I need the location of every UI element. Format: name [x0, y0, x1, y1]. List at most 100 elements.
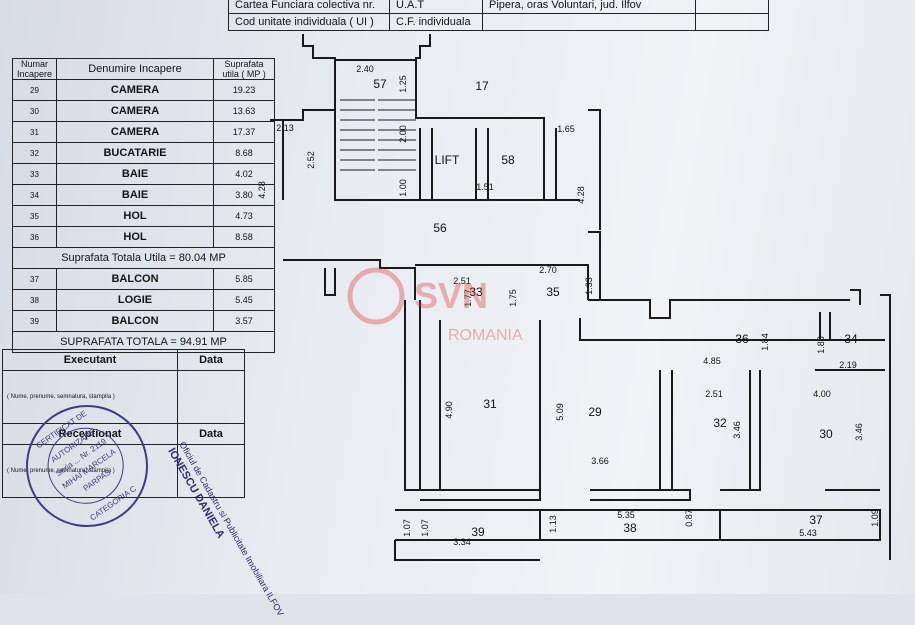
room-name: CAMERA: [56, 121, 215, 143]
room-label-35: 35: [546, 285, 560, 299]
room-name: LOGIE: [56, 289, 215, 311]
room-label-29: 29: [588, 405, 602, 419]
total-useful-area: Suprafata Totala Utila = 80.04 MP: [11, 247, 276, 269]
dimension-label: 1.33: [584, 277, 594, 295]
dimension-label: 4.28: [576, 186, 586, 204]
room-area-table: Numar Incapere Denumire Incapere Suprafa…: [11, 58, 276, 353]
dimension-label: 2.19: [839, 360, 857, 370]
room-label-32: 32: [713, 416, 727, 430]
wall-segment: [579, 318, 885, 341]
wall-segment: [720, 509, 881, 541]
room-label-37: 37: [809, 513, 823, 527]
dimension-label: 2.13: [276, 123, 294, 133]
dimension-label: 5.09: [555, 403, 565, 421]
dimension-label: 1.84: [760, 333, 770, 351]
dimension-label: 1.13: [548, 515, 558, 533]
dimension-label: 1.07: [402, 519, 412, 537]
room-number: 38: [11, 289, 58, 311]
col-header-name: Denumire Incapere: [56, 58, 215, 80]
dimension-label: 3.46: [854, 423, 864, 441]
wall-segment: [850, 289, 861, 305]
executant-date-label: Data: [177, 349, 245, 371]
room-label-57: 57: [373, 77, 387, 91]
dimension-label: 4.00: [813, 389, 831, 399]
room-label-31: 31: [483, 397, 497, 411]
room-name: BAIE: [56, 184, 215, 206]
stairs-hatch: [340, 99, 416, 171]
room-label-39: 39: [471, 525, 485, 539]
wall-segment: [334, 110, 580, 201]
dimension-label: 1.09: [870, 509, 880, 527]
wall-segment: [588, 109, 601, 230]
room-area: 8.58: [213, 226, 276, 248]
svn-watermark-logo: SVN ROMANIA: [347, 267, 523, 344]
wall-segment: [394, 540, 540, 561]
col-header-number: Numar Incapere: [11, 58, 58, 80]
room-label-lift: LIFT: [435, 153, 460, 167]
dimension-label: 1.75: [508, 289, 518, 307]
wall-segment: [819, 312, 831, 340]
wall-segment: [270, 34, 336, 121]
wall-segment: [749, 370, 761, 491]
header-cf-individual-label: C.F. individuala: [389, 13, 483, 31]
dimension-label: 2.52: [306, 151, 316, 169]
wall-segment: [659, 370, 673, 491]
watermark-brand: SVN: [414, 275, 488, 316]
dimension-label: 2.51: [705, 389, 723, 399]
room-label-36: 36: [735, 332, 749, 346]
dimension-label: 2.00: [398, 125, 408, 143]
dimension-label: 2.40: [356, 64, 374, 74]
dimension-label: 1.07: [420, 519, 430, 537]
dimension-label: 5.35: [617, 510, 635, 520]
dimension-label: 4.85: [703, 356, 721, 366]
wall-segment: [283, 259, 416, 300]
col-header-area: Suprafata utila ( MP ): [213, 58, 276, 80]
room-label-34: 34: [844, 332, 858, 346]
dimension-label: 2.70: [539, 265, 557, 275]
wall-segment: [588, 231, 601, 300]
dimension-label: 4.90: [444, 401, 454, 419]
dimension-label: 3.66: [591, 456, 609, 466]
watermark-sub: ROMANIA: [448, 327, 523, 344]
dimension-label: 1.77: [463, 289, 473, 307]
dimension-label: 1.51: [476, 182, 494, 192]
dimension-label: 1.25: [398, 75, 408, 93]
wall-segment: [540, 509, 721, 541]
wall-segment: [415, 34, 545, 128]
room-number: 35: [11, 205, 58, 227]
plan-walls: [270, 34, 891, 561]
wall-segment: [420, 489, 541, 501]
receptionat-sub: ( Nume, prenume, semnatura, stampila ): [2, 444, 178, 498]
wall-segment: [588, 299, 850, 319]
room-label-17: 17: [475, 79, 489, 93]
wall-segment: [395, 509, 541, 541]
signature-table: Executant Data ( Nume, prenume, semnatur…: [2, 349, 245, 498]
wall-segment: [324, 268, 336, 296]
wall-segment: [590, 489, 691, 501]
wall-segment: [415, 264, 589, 300]
wall-segment: [475, 128, 489, 200]
dimension-label: 2.51: [453, 276, 471, 286]
room-label-56: 56: [433, 221, 447, 235]
wall-segment: [404, 300, 421, 491]
dimension-label: 4.28: [257, 181, 267, 199]
wall-segment: [419, 128, 433, 200]
room-label-33: 33: [469, 285, 483, 299]
room-name: BAIE: [56, 163, 215, 185]
dimension-label: 3.46: [732, 421, 742, 439]
room-name: BALCON: [56, 310, 215, 332]
dimension-label: 3.34: [453, 537, 471, 547]
wall-segment: [880, 294, 891, 560]
room-label-30: 30: [819, 427, 833, 441]
dimension-label: 1.00: [398, 179, 408, 197]
